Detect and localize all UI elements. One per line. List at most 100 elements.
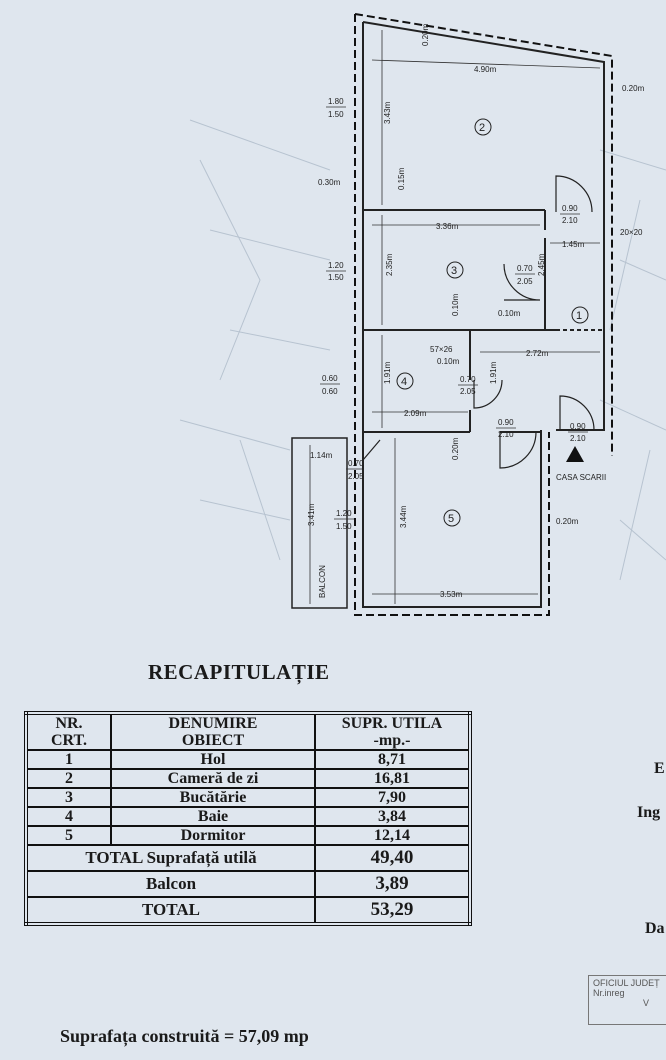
dim-hall-width: 1.45m <box>562 240 585 249</box>
dim-entry-bottom: 2.10 <box>570 434 586 443</box>
dim-win3-top: 0.60 <box>322 374 338 383</box>
dim-door2-top: 0.70 <box>517 264 533 273</box>
grand-total-row: TOTAL 53,29 <box>25 896 471 925</box>
dim-partition3: 0.10m <box>498 309 521 318</box>
row-nr: 1 <box>25 749 112 770</box>
grand-total-value: 53,29 <box>314 896 471 925</box>
row-name: Dormitor <box>110 825 316 846</box>
table-row: 3 Bucătărie 7,90 <box>25 787 471 808</box>
dim-partition1: 0.15m <box>397 167 406 190</box>
room-number-1: 1 <box>576 310 582 322</box>
dim-win1-bottom: 1.50 <box>328 110 344 119</box>
row-name: Baie <box>110 806 316 827</box>
row-name: Hol <box>110 749 316 770</box>
built-area-text: Suprafața construită = 57,09 mp <box>60 1026 309 1046</box>
row-nr: 2 <box>25 768 112 789</box>
door-swings <box>362 175 595 469</box>
dim-partition2: 0.10m <box>451 293 460 316</box>
row-area: 12,14 <box>314 825 471 846</box>
header-name-line2: OBIECT <box>181 732 245 749</box>
dimension-lines <box>309 30 601 604</box>
balcony-label: BALCON <box>318 565 327 598</box>
dim-room5-right-wall: 0.20m <box>556 517 579 526</box>
side-fragment-da: Da <box>645 920 665 937</box>
header-area-line2: -mp.- <box>373 732 411 749</box>
side-fragment-ing: Ing <box>637 804 661 821</box>
room-number-2: 2 <box>479 122 485 134</box>
total-useful-row: TOTAL Suprafață utilă 49,40 <box>25 844 471 872</box>
total-useful-value: 49,40 <box>314 844 471 872</box>
background-site-plan <box>179 119 666 581</box>
stair-label: CASA SCARII <box>556 473 606 482</box>
dim-hall-length: 2.72m <box>526 349 549 358</box>
dim-room5-width: 3.53m <box>440 590 463 599</box>
table-row: 1 Hol 8,71 <box>25 749 471 770</box>
outer-wall-outline <box>354 13 613 616</box>
grand-total-label: TOTAL <box>25 896 316 925</box>
row-name: Cameră de zi <box>110 768 316 789</box>
dim-room3-depth: 2.35m <box>385 253 394 276</box>
dimension-labels: 0.20m 4.90m 0.20m 1.80 1.50 3.43m 0.30m … <box>307 23 645 599</box>
dim-balcony-depth: 3.41m <box>307 503 316 526</box>
stamp-line2: Nr.inreg <box>593 988 625 998</box>
row-area: 8,71 <box>314 749 471 770</box>
stamp-line1: OFICIUL JUDEȚ <box>593 978 660 988</box>
dim-room4-door-gap: 1.91m <box>489 361 498 384</box>
balcony-row: Balcon 3,89 <box>25 870 471 898</box>
row-area: 7,90 <box>314 787 471 808</box>
room-number-3: 3 <box>451 265 457 277</box>
dim-door2-bottom: 2.05 <box>517 277 533 286</box>
dim-balcony-door-top: 0.70 <box>348 459 364 468</box>
dim-door1-top: 0.90 <box>562 204 578 213</box>
header-area-line1: SUPR. UTILA <box>341 715 443 732</box>
dim-win2-bottom: 1.50 <box>328 273 344 282</box>
dim-door4-bottom: 2.10 <box>498 430 514 439</box>
stair-entry-marker <box>566 446 584 462</box>
dim-partition5: 0.20m <box>451 437 460 460</box>
dim-door4-top: 0.90 <box>498 418 514 427</box>
dim-partition4: 0.10m <box>437 357 460 366</box>
dim-duct: 20×20 <box>620 228 643 237</box>
dim-room3-width: 3.36m <box>436 222 459 231</box>
room-number-5: 5 <box>448 513 454 525</box>
total-useful-label: TOTAL Suprafață utilă <box>25 844 316 872</box>
dim-room4-depth: 1.91m <box>383 361 392 384</box>
balcony-label: Balcon <box>25 870 316 898</box>
dim-right-wall: 0.20m <box>622 84 645 93</box>
dim-balcony-width: 1.14m <box>310 451 333 460</box>
dim-win4-top: 1.20 <box>336 509 352 518</box>
dim-win1-top: 1.80 <box>328 97 344 106</box>
header-nr-line2: CRT. <box>50 732 88 749</box>
dim-balcony-door-bottom: 2.05 <box>348 472 364 481</box>
table-row: 2 Cameră de zi 16,81 <box>25 768 471 789</box>
dim-win4-bottom: 1.50 <box>336 522 352 531</box>
row-name: Bucătărie <box>110 787 316 808</box>
dim-room4-width: 2.09m <box>404 409 427 418</box>
dim-door3-bottom: 2.05 <box>460 387 476 396</box>
dim-top-wall: 0.20m <box>421 23 430 46</box>
row-area: 16,81 <box>314 768 471 789</box>
recap-header-row: NR. CRT. DENUMIRE OBIECT SUPR. UTILA -mp… <box>25 712 471 751</box>
table-row: 4 Baie 3,84 <box>25 806 471 827</box>
dim-hall-gap: 2.45m <box>537 253 546 276</box>
header-nr-line1: NR. <box>55 715 83 732</box>
floor-plan: BALCON CASA SCARII 2 3 1 4 5 0.20m 4.90m… <box>179 13 666 616</box>
row-nr: 4 <box>25 806 112 827</box>
recap-table: NR. CRT. DENUMIRE OBIECT SUPR. UTILA -mp… <box>24 711 472 926</box>
table-row: 5 Dormitor 12,14 <box>25 825 471 846</box>
dim-room2-depth: 3.43m <box>383 101 392 124</box>
dim-entry-top: 0.90 <box>570 422 586 431</box>
header-name-line1: DENUMIRE <box>168 715 258 732</box>
stamp-line3: V <box>643 998 650 1008</box>
room-markers: 2 3 1 4 5 <box>396 118 589 527</box>
dim-vent: 57×26 <box>430 345 453 354</box>
dim-room5-depth: 3.44m <box>399 505 408 528</box>
dim-door1-bottom: 2.10 <box>562 216 578 225</box>
office-stamp: OFICIUL JUDEȚ Nr.inreg V <box>588 975 666 1025</box>
dim-win3-bottom: 0.60 <box>322 387 338 396</box>
row-area: 3,84 <box>314 806 471 827</box>
row-nr: 3 <box>25 787 112 808</box>
balcony-outline <box>291 437 348 609</box>
walls <box>362 21 605 608</box>
dim-win2-top: 1.20 <box>328 261 344 270</box>
